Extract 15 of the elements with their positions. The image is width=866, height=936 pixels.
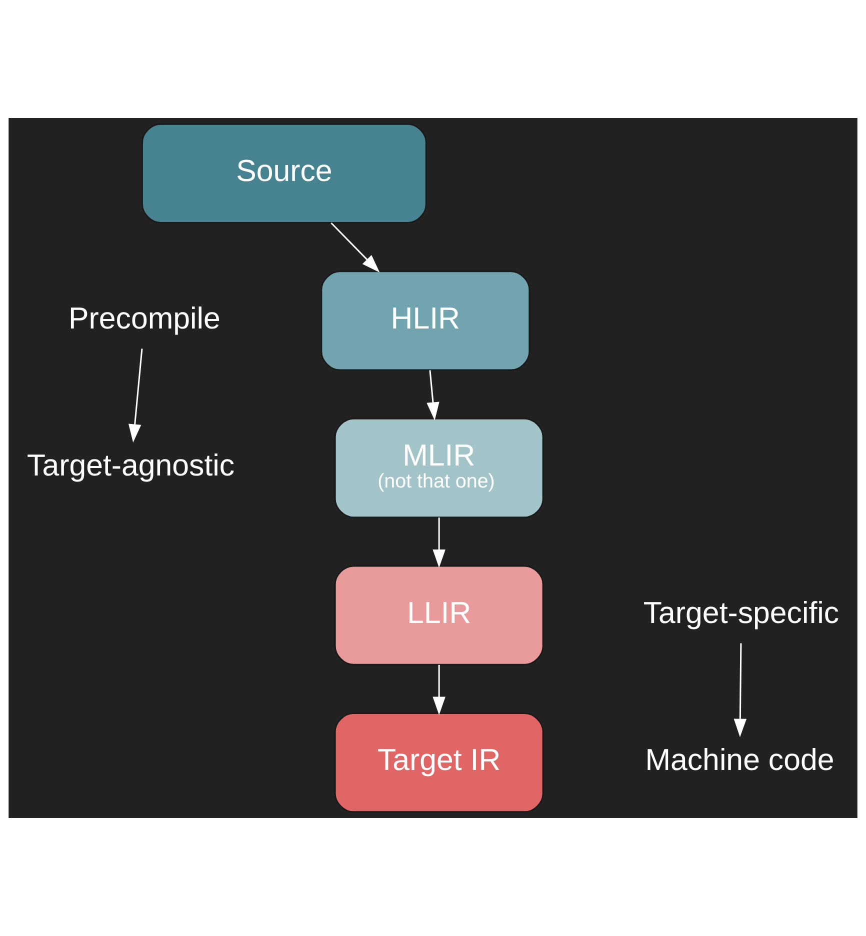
- node-box: Target IR: [334, 712, 544, 813]
- node-box: LLIR: [334, 565, 544, 666]
- node-text: Target-agnostic: [27, 450, 235, 483]
- node-text: Precompile: [68, 302, 220, 336]
- arrow: [734, 643, 747, 738]
- arrow: [330, 222, 380, 273]
- arrow: [426, 370, 440, 420]
- node-box: HLIR: [320, 270, 530, 371]
- node-text: Target-specific: [643, 596, 840, 630]
- node-box: MLIR (not that one): [334, 418, 544, 518]
- node-box: Source: [141, 123, 427, 224]
- arrow: [432, 664, 446, 716]
- arrow: [432, 518, 446, 568]
- node-text: Machine code: [645, 744, 834, 778]
- arrow: [128, 348, 143, 442]
